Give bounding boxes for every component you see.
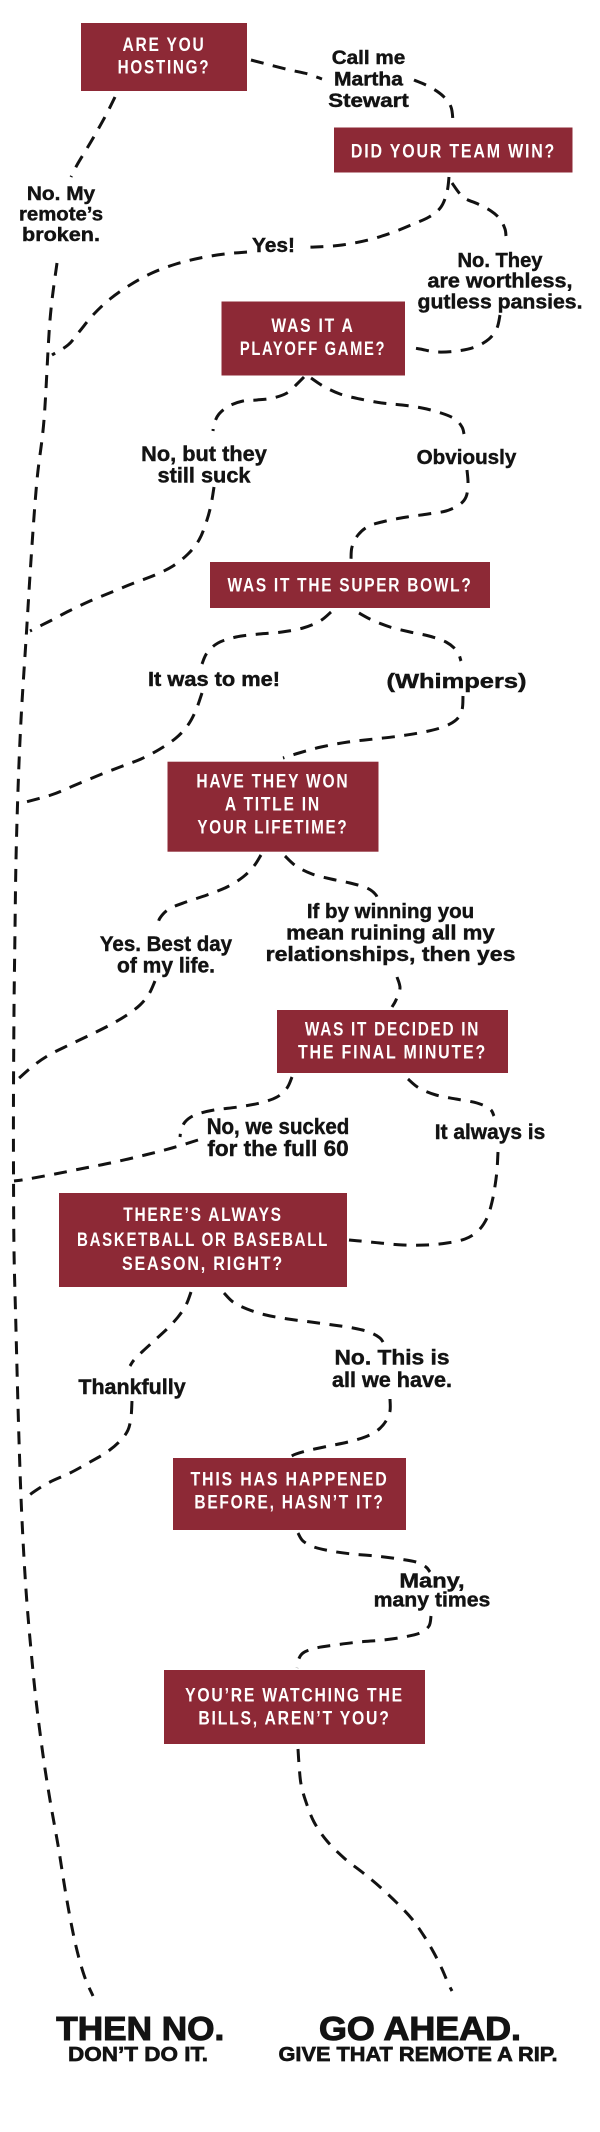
svg-text:BEFORE, HASN’T IT?: BEFORE, HASN’T IT? [194,1491,384,1513]
svg-text:all we have.: all we have. [332,1369,452,1392]
svg-text:relationships, then yes: relationships, then yes [266,943,516,966]
svg-text:YOUR LIFETIME?: YOUR LIFETIME? [197,816,348,838]
svg-text:If by winning you: If by winning you [307,900,474,923]
svg-text:HAVE THEY WON: HAVE THEY WON [196,770,349,792]
svg-text:still suck: still suck [158,464,251,488]
svg-text:Call me: Call me [332,47,406,69]
svg-text:Obviously: Obviously [417,446,517,469]
svg-text:BILLS, AREN’T YOU?: BILLS, AREN’T YOU? [198,1707,390,1729]
svg-text:of my life.: of my life. [117,954,215,978]
svg-text:HOSTING?: HOSTING? [118,56,211,78]
svg-text:Yes. Best day: Yes. Best day [100,932,232,956]
svg-text:No, but they: No, but they [141,442,267,466]
svg-text:broken.: broken. [22,224,100,246]
svg-text:PLAYOFF GAME?: PLAYOFF GAME? [240,337,386,359]
svg-text:YOU’RE WATCHING THE: YOU’RE WATCHING THE [185,1684,404,1706]
svg-text:(Whimpers): (Whimpers) [387,670,527,693]
svg-text:ARE YOU: ARE YOU [123,34,206,56]
svg-text:It was to me!: It was to me! [148,669,280,691]
svg-text:many times: many times [374,1590,491,1612]
svg-text:No. This is: No. This is [335,1347,450,1370]
svg-text:Stewart: Stewart [328,90,409,112]
svg-text:THERE’S ALWAYS: THERE’S ALWAYS [123,1204,283,1226]
svg-text:Many,: Many, [399,1571,464,1593]
svg-text:DID YOUR TEAM WIN?: DID YOUR TEAM WIN? [351,140,556,162]
svg-text:Martha: Martha [334,69,403,91]
svg-text:No. My: No. My [27,183,95,205]
svg-text:remote’s: remote’s [19,204,103,226]
svg-text:are worthless,: are worthless, [428,270,573,293]
svg-text:gutless pansies.: gutless pansies. [418,291,583,314]
svg-text:A TITLE IN: A TITLE IN [225,793,321,815]
svg-text:GIVE THAT REMOTE A RIP.: GIVE THAT REMOTE A RIP. [279,2043,558,2066]
svg-text:THIS HAS HAPPENED: THIS HAS HAPPENED [190,1468,388,1490]
svg-text:Yes!: Yes! [252,234,295,257]
svg-text:GO AHEAD.: GO AHEAD. [319,2010,521,2047]
svg-text:BASKETBALL OR BASEBALL: BASKETBALL OR BASEBALL [77,1228,329,1250]
svg-text:Thankfully: Thankfully [78,1376,186,1399]
svg-text:for the full 60: for the full 60 [207,1136,348,1161]
svg-text:THE FINAL MINUTE?: THE FINAL MINUTE? [298,1041,487,1063]
svg-text:mean ruining all my: mean ruining all my [286,922,495,945]
svg-text:WAS IT DECIDED IN: WAS IT DECIDED IN [305,1018,480,1040]
svg-text:DON’T DO IT.: DON’T DO IT. [68,2043,208,2066]
svg-text:No. They: No. They [458,249,544,272]
svg-text:No, we sucked: No, we sucked [207,1114,350,1139]
svg-text:SEASON, RIGHT?: SEASON, RIGHT? [122,1252,284,1274]
svg-text:THEN NO.: THEN NO. [56,2010,224,2047]
svg-text:WAS IT THE SUPER BOWL?: WAS IT THE SUPER BOWL? [227,574,472,596]
svg-text:It always is: It always is [435,1120,546,1144]
svg-text:WAS IT A: WAS IT A [271,314,354,336]
